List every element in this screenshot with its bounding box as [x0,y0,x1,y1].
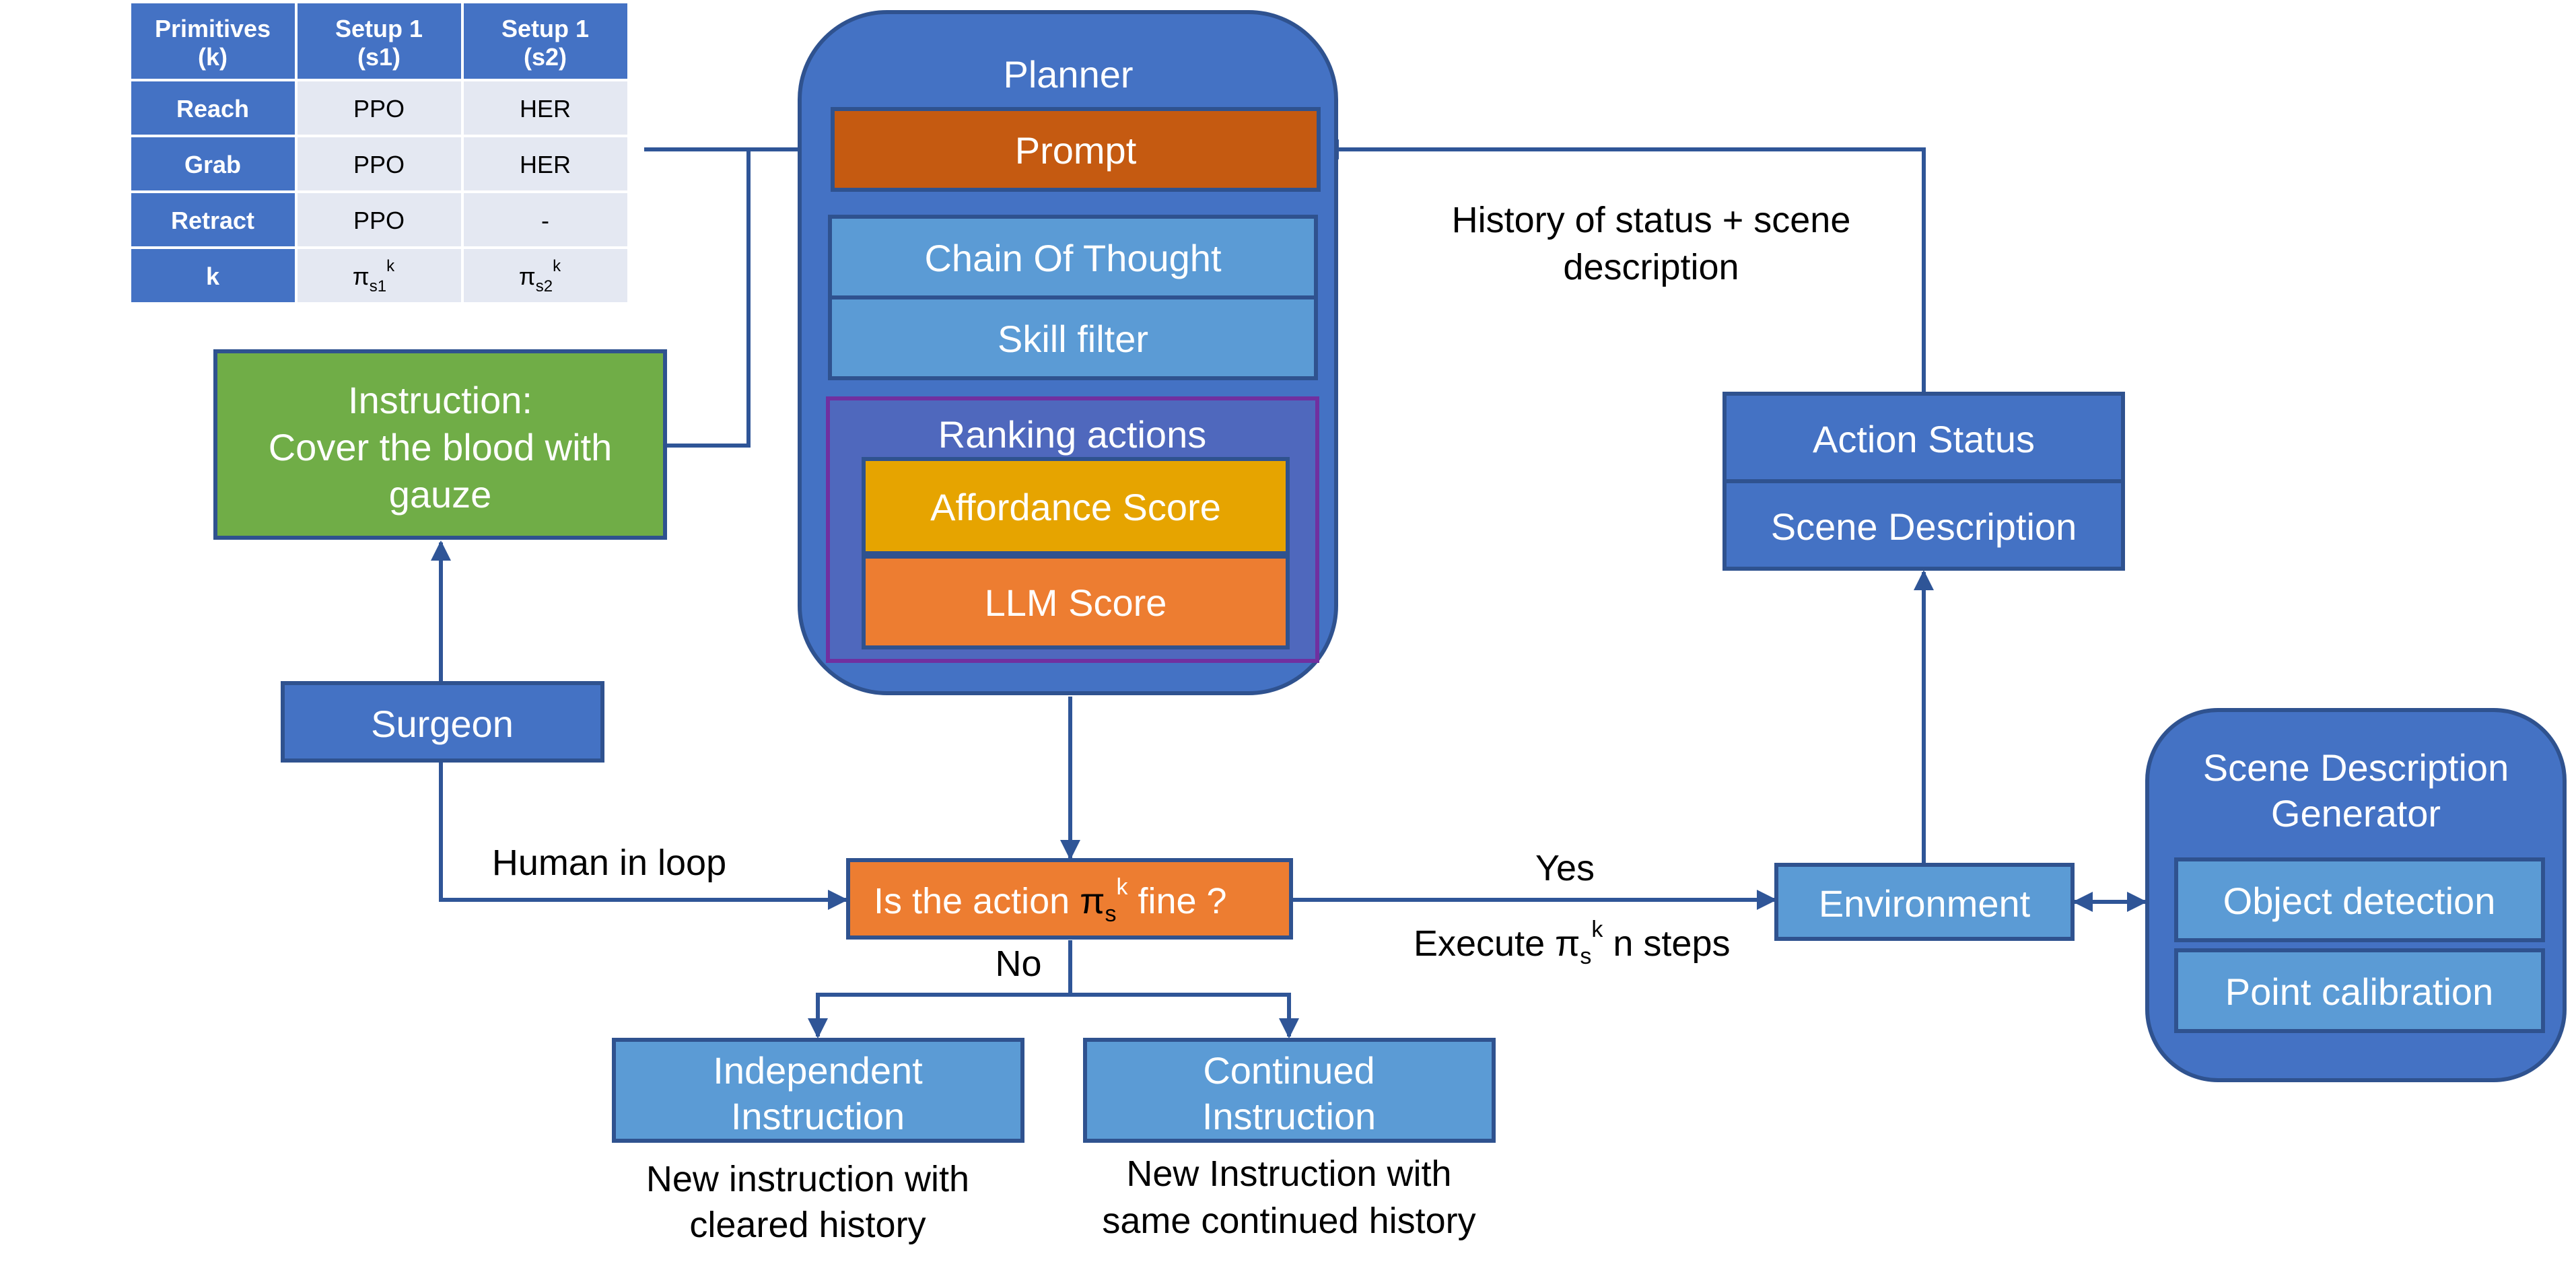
table-cell [298,137,461,190]
table-header-text: Setup 1 [501,15,589,42]
table-cell-text: - [541,207,549,234]
table-cell [464,193,627,246]
continued-instruction-bg [1083,1038,1496,1143]
table-policy-s2: πs2k [519,257,561,295]
table-cell-text: PPO [353,151,405,178]
table-cell [298,81,461,135]
instruction-text: Cover the blood with [269,426,613,468]
instruction-box-bg [213,349,667,540]
ranking-actions-title: Ranking actions [938,413,1206,456]
table-cell [464,81,627,135]
affordance-score-box [862,457,1290,555]
table-cell [298,249,461,302]
planner-container: Planner Prompt Chain Of Thought Skill fi… [798,10,1338,695]
status-box: Action Status Scene Description [1722,392,2125,571]
chain-of-thought-label: Chain Of Thought [924,237,1221,279]
independent-instruction-label: Independent [713,1049,923,1092]
decision-question: Is the action πsk fine ? [874,874,1227,927]
independent-instruction-note: New instruction with [646,1159,969,1199]
action-status-box [1722,392,2125,483]
table-cell [298,193,461,246]
table-header-cell [131,3,295,79]
table-row-key-text: k [206,262,220,290]
table-cell-text: HER [520,95,571,122]
scene-generator-title: Generator [2271,792,2441,835]
continued-instruction-box: Continued Instruction [1083,1038,1496,1143]
independent-instruction-label: Instruction [731,1095,905,1137]
point-calibration-label: Point calibration [2225,970,2493,1013]
table-header-text: Primitives [155,15,271,42]
action-status-label: Action Status [1813,418,2035,460]
decision-box: Is the action πsk fine ? [846,858,1293,940]
decision-box-bg [846,858,1293,940]
table-header-text: (s2) [524,43,567,71]
yes-label: Yes [1535,848,1595,888]
table-cell [464,249,627,302]
instruction-title: Instruction: [348,379,532,421]
continued-instruction-note: same continued history [1102,1201,1475,1241]
point-calibration-box [2174,948,2545,1033]
table-cell-text: PPO [353,95,405,122]
table-header-text: (k) [198,43,228,71]
affordance-score-label: Affordance Score [930,486,1221,528]
table-row-key-text: Reach [176,95,249,122]
arrow-no-to-continued [1070,993,1299,1038]
planner-title: Planner [1003,53,1133,96]
llm-score-box [862,555,1290,649]
surgeon-label: Surgeon [371,703,514,745]
object-detection-box [2174,857,2545,942]
human-in-loop-label: Human in loop [492,843,726,883]
instruction-box: Instruction: Cover the blood with gauze [213,349,667,540]
table-row-key-text: Retract [171,207,254,234]
independent-instruction-bg [612,1038,1024,1143]
table-header-text: Setup 1 [335,15,423,42]
arrow-history-to-prompt [1319,139,1926,392]
object-detection-label: Object detection [2223,880,2496,922]
skill-filter-box [828,295,1318,380]
environment-label: Environment [1819,882,2031,925]
no-label: No [995,944,1041,984]
environment-box: Environment [1774,863,2075,941]
scene-generator-title: Scene Description [2203,746,2509,789]
llm-score-label: LLM Score [985,581,1167,624]
table-row-key-text: Grab [184,151,241,178]
continued-instruction-note: New Instruction with [1126,1154,1451,1194]
table-row-key [131,137,295,190]
chain-of-thought-box [828,215,1318,299]
environment-box-bg [1774,863,2075,941]
continued-instruction-label: Continued [1203,1049,1374,1092]
table-row-key [131,81,295,135]
scene-generator-container: Scene Description Generator Object detec… [2145,708,2567,1082]
table-policy-s1: πs1k [353,257,395,295]
primitives-table: Primitives (k) Setup 1 (s1) Setup 1 (s2)… [131,3,627,302]
continued-instruction-label: Instruction [1202,1095,1376,1137]
surgeon-box-bg [281,681,604,763]
skill-filter-label: Skill filter [998,318,1148,360]
table-cell [464,137,627,190]
arrow-no-to-independent [808,940,1072,1038]
surgeon-box: Surgeon [281,681,604,763]
table-header-text: (s1) [357,43,401,71]
prompt-label: Prompt [1015,129,1137,172]
line-instruction-to-prompt [665,149,751,448]
table-row-key [131,193,295,246]
history-label: description [1563,247,1739,287]
arrow-human-in-loop [439,762,848,910]
table-cell-text: HER [520,151,571,178]
table-row-key [131,249,295,302]
scene-description-box [1722,479,2125,571]
scene-description-label: Scene Description [1771,505,2077,548]
history-label: History of status + scene [1452,200,1851,240]
independent-instruction-note: cleared history [689,1205,926,1245]
table-header-cell [298,3,461,79]
execute-label: Execute πsk n steps [1414,917,1731,969]
table-header-cell [464,3,627,79]
prompt-box [831,107,1321,192]
table-cell-text: PPO [353,207,405,234]
independent-instruction-box: Independent Instruction [612,1038,1024,1143]
instruction-text: gauze [389,473,492,516]
